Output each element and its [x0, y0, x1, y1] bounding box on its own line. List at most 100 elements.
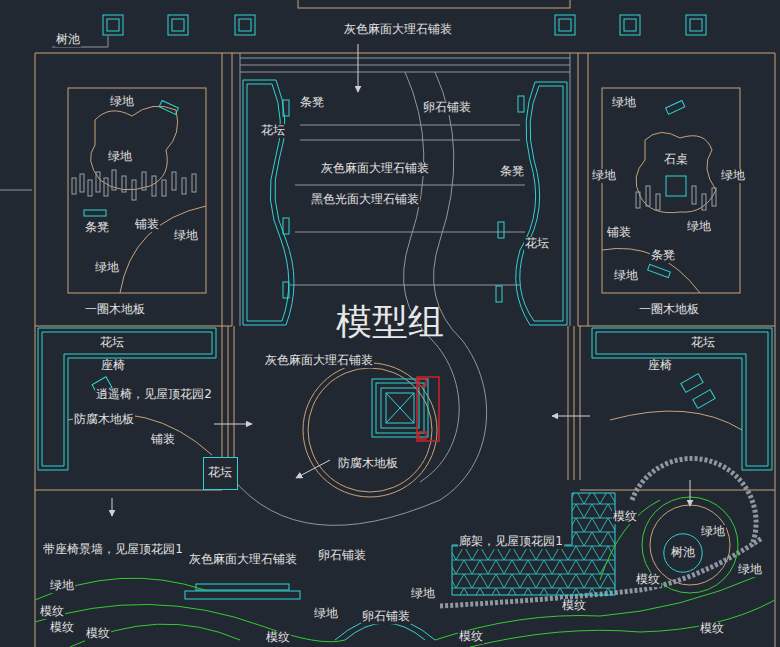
planting-bed	[596, 332, 768, 466]
plan-label: 防腐木地板	[337, 457, 399, 471]
paving-line	[295, 185, 525, 186]
paving-bar	[132, 180, 136, 200]
paving-bar	[692, 186, 696, 204]
plan-label: 绿地	[686, 220, 712, 234]
boundary-line	[578, 53, 579, 326]
plan-label: 模纹	[85, 627, 111, 641]
plan-label: 铺装	[134, 218, 160, 232]
plan-label: 铺装	[150, 433, 176, 447]
paving-bar	[72, 170, 716, 210]
planting-bed	[520, 86, 563, 321]
plan-label: 模纹	[458, 630, 484, 644]
planting-bed	[386, 393, 414, 423]
lawn-edge	[70, 624, 240, 647]
plan-label: 卵石铺装	[317, 549, 367, 563]
planting-bed	[38, 328, 216, 470]
planting-bed	[620, 15, 640, 35]
planter-box: 花坛	[203, 457, 238, 490]
planting-bed	[185, 591, 300, 599]
flow-arrow	[690, 480, 691, 506]
planting-bed	[386, 393, 414, 423]
plan-label: 逍遥椅，见屋顶花园2	[95, 388, 213, 402]
plan-label: 绿地	[591, 169, 617, 183]
boundary-line	[222, 53, 223, 326]
pit-outline	[664, 534, 702, 572]
node-text: 花坛	[208, 466, 232, 480]
plan-label: 绿地	[313, 607, 339, 621]
structure-outline	[417, 377, 439, 441]
lawn-edge	[35, 497, 775, 647]
boundary-line	[35, 326, 232, 327]
planting-bed	[386, 393, 414, 423]
plan-label: 铺装	[606, 226, 632, 240]
flow-arrow	[112, 498, 113, 516]
plan-label: 灰色麻面大理石铺装	[264, 354, 374, 368]
boundary-line	[574, 326, 575, 480]
paving-bar	[72, 178, 76, 194]
boundary-line	[308, 368, 432, 492]
paving-bar	[712, 188, 716, 206]
plan-label: 绿地	[720, 169, 746, 183]
plan-label: 灰色麻面大理石铺装	[188, 553, 298, 567]
planting-bed	[103, 15, 123, 35]
plan-label: 带座椅景墙，见屋顶花园1	[42, 543, 184, 557]
paving-line	[290, 285, 520, 286]
plan-label: 绿地	[611, 96, 637, 110]
plan-label: 花坛	[524, 237, 550, 251]
plan-label: 模纹	[265, 631, 291, 645]
plan-label: 石桌	[663, 153, 689, 167]
plan-label: 绿地	[109, 95, 135, 109]
planting-bed	[516, 82, 567, 325]
boundary-line	[580, 326, 581, 480]
boundary-line	[35, 53, 36, 647]
paving-bar	[104, 178, 108, 196]
node-text: 树池	[671, 546, 695, 560]
planting-bed	[686, 15, 706, 35]
flow-arrow	[214, 424, 252, 425]
boundary-line	[568, 326, 569, 480]
boundary-line	[68, 88, 206, 293]
plan-label: 条凳	[84, 221, 110, 235]
paving-line	[295, 232, 525, 233]
boundary-line	[35, 53, 775, 54]
plan-label: 模纹	[49, 621, 75, 635]
plan-label: 绿地	[410, 587, 436, 601]
plan-label: 座椅	[647, 359, 673, 373]
paving-bar	[112, 170, 116, 190]
paving-bar	[80, 174, 84, 192]
boundary-line	[610, 411, 742, 430]
planting-bed	[518, 96, 524, 112]
planting-bed	[283, 282, 289, 298]
planting-bed	[38, 15, 772, 640]
planting-bed	[283, 218, 289, 234]
planting-bed	[559, 19, 571, 31]
plan-label: 绿地	[49, 579, 75, 593]
plan-label: 绿地	[700, 525, 726, 539]
boundary-line	[602, 88, 740, 293]
watermark: 模型组	[335, 301, 445, 342]
paving-line	[0, 190, 32, 191]
plan-label: 模纹	[699, 622, 725, 636]
paving-bar	[122, 176, 126, 192]
plan-label: 卵石铺装	[422, 101, 472, 115]
tree-pit-circle: 树池	[663, 533, 703, 573]
lawn-edge	[600, 500, 660, 580]
paving-bar	[88, 180, 92, 196]
paving-line	[300, 125, 520, 126]
flow-arrow	[552, 416, 590, 417]
plan-label: 条凳	[299, 96, 325, 110]
planting-bed	[381, 388, 419, 428]
paving-line	[440, 340, 487, 500]
paving-line	[108, 36, 109, 47]
planting-bed	[235, 15, 255, 35]
boundary-line	[636, 132, 716, 212]
lawn-edge	[470, 600, 775, 647]
planting-bed	[372, 379, 428, 437]
plan-label: 模纹	[635, 573, 661, 587]
paving-bar	[172, 172, 176, 190]
lawn-edge	[35, 604, 345, 641]
plan-label: 模纹	[39, 605, 65, 619]
plan-label: 绿地	[737, 563, 763, 577]
paving-line	[300, 140, 520, 141]
planting-bed	[247, 84, 289, 321]
